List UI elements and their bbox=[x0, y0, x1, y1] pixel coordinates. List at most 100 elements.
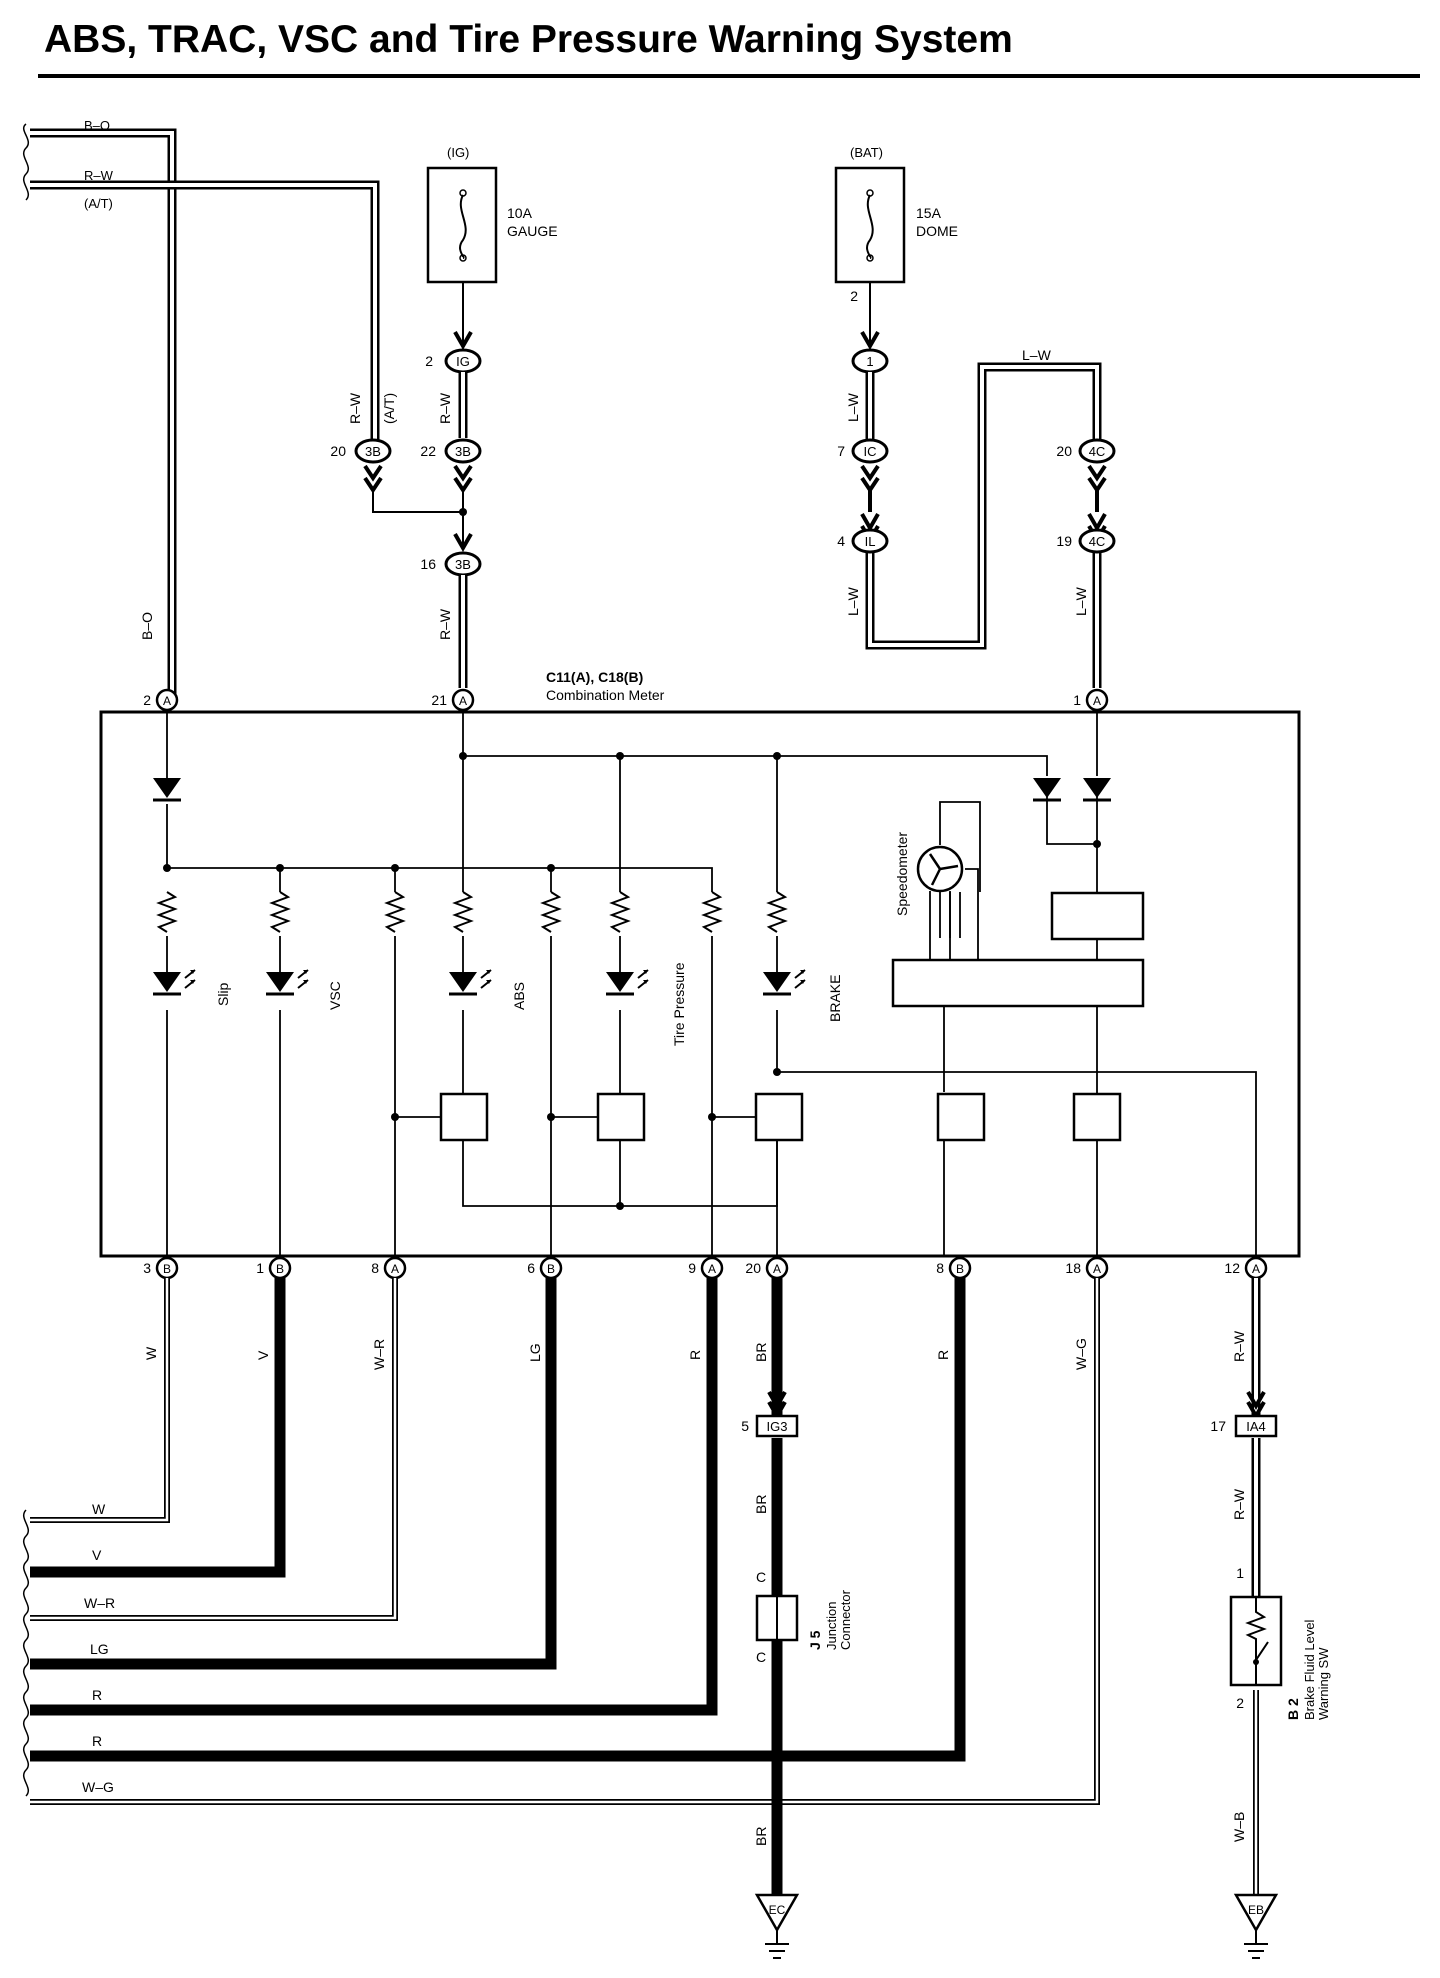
svg-text:22: 22 bbox=[420, 443, 436, 459]
fuse-name: DOME bbox=[916, 223, 958, 239]
connector-4c bbox=[1078, 438, 1116, 464]
wire-label: R bbox=[92, 1687, 102, 1703]
splice-dot bbox=[772, 1751, 782, 1761]
svg-text:A: A bbox=[391, 1262, 399, 1276]
svg-text:21: 21 bbox=[431, 692, 447, 708]
ground-label: EC bbox=[769, 1903, 786, 1917]
wire-label: BR bbox=[753, 1343, 769, 1362]
ground-icon bbox=[1233, 1893, 1279, 1959]
wire-label: R–W bbox=[437, 392, 453, 424]
connector-3b bbox=[354, 438, 392, 464]
driver-blocks bbox=[439, 1092, 1122, 1142]
switch-name: Brake Fluid Level bbox=[1302, 1619, 1317, 1720]
svg-text:8: 8 bbox=[371, 1260, 379, 1276]
harness-top-left bbox=[23, 123, 380, 700]
wire-label: (A/T) bbox=[381, 393, 397, 424]
connector-ic bbox=[851, 438, 889, 464]
fuse-rating: 15A bbox=[916, 205, 942, 221]
ground-icon bbox=[754, 1893, 800, 1959]
svg-text:18: 18 bbox=[1065, 1260, 1081, 1276]
fuse-source: (IG) bbox=[447, 145, 469, 160]
speedometer-icon bbox=[891, 845, 1145, 1008]
fuse-element-icon bbox=[459, 194, 467, 259]
switch-id: B 2 bbox=[1285, 1698, 1301, 1720]
wire-label: W–R bbox=[371, 1339, 387, 1370]
svg-text:4C: 4C bbox=[1089, 444, 1106, 459]
wire-label: LG bbox=[90, 1641, 109, 1657]
svg-text:20: 20 bbox=[1056, 443, 1072, 459]
junction-name: Connector bbox=[838, 1589, 853, 1650]
connector-il bbox=[851, 528, 889, 554]
wire-label: R bbox=[92, 1733, 102, 1749]
svg-text:B: B bbox=[956, 1262, 964, 1276]
svg-text:3B: 3B bbox=[455, 444, 471, 459]
svg-text:B: B bbox=[547, 1262, 555, 1276]
wire-label: W bbox=[143, 1346, 159, 1360]
svg-text:C: C bbox=[756, 1649, 766, 1665]
svg-text:1: 1 bbox=[866, 354, 873, 369]
connector-ig3 bbox=[755, 1414, 799, 1438]
junction-name: Junction bbox=[824, 1602, 839, 1650]
svg-text:A: A bbox=[459, 694, 467, 708]
svg-text:6: 6 bbox=[527, 1260, 535, 1276]
wire-label: B–O bbox=[139, 612, 155, 640]
wire-label: W–G bbox=[82, 1779, 114, 1795]
junction-dots bbox=[163, 752, 1101, 1210]
svg-text:5: 5 bbox=[741, 1418, 749, 1434]
svg-text:2: 2 bbox=[143, 692, 151, 708]
wire-label: R bbox=[935, 1350, 951, 1360]
switch-name: Warning SW bbox=[1316, 1647, 1331, 1720]
lamp-label: BRAKE bbox=[827, 975, 843, 1022]
svg-text:1: 1 bbox=[1073, 692, 1081, 708]
wire-label: L–W bbox=[1073, 586, 1089, 616]
led-icons bbox=[153, 969, 806, 996]
wire-label: BR bbox=[753, 1495, 769, 1514]
connector-ia4 bbox=[1234, 1414, 1278, 1438]
svg-text:3B: 3B bbox=[455, 557, 471, 572]
svg-text:IA4: IA4 bbox=[1246, 1419, 1266, 1434]
svg-text:A: A bbox=[773, 1262, 781, 1276]
svg-text:8: 8 bbox=[936, 1260, 944, 1276]
wire-label: BR bbox=[753, 1827, 769, 1846]
wire-label: L–W bbox=[845, 586, 861, 616]
wire-label: L–W bbox=[845, 392, 861, 422]
fuse-name: GAUGE bbox=[507, 223, 558, 239]
svg-text:16: 16 bbox=[420, 556, 436, 572]
wire-label: R–W bbox=[84, 168, 114, 183]
svg-text:2: 2 bbox=[425, 353, 433, 369]
svg-text:7: 7 bbox=[837, 443, 845, 459]
lamp-label: VSC bbox=[327, 981, 343, 1010]
svg-text:1: 1 bbox=[256, 1260, 264, 1276]
wire-label: W–G bbox=[1073, 1338, 1089, 1370]
svg-text:3B: 3B bbox=[365, 444, 381, 459]
meter-connector: C11(A), C18(B) bbox=[546, 669, 643, 685]
wire-label: R–W bbox=[1231, 1330, 1247, 1362]
svg-text:19: 19 bbox=[1056, 533, 1072, 549]
switch-icon bbox=[1245, 1597, 1269, 1685]
svg-text:A: A bbox=[1093, 694, 1101, 708]
junction-id: J 5 bbox=[807, 1630, 823, 1650]
wire-label: W–B bbox=[1231, 1812, 1247, 1842]
connector-3b bbox=[444, 438, 482, 464]
wire-label: V bbox=[92, 1547, 102, 1563]
svg-text:9: 9 bbox=[688, 1260, 696, 1276]
wire-label: B–O bbox=[84, 118, 110, 133]
svg-text:17: 17 bbox=[1210, 1418, 1226, 1434]
meter-name: Combination Meter bbox=[546, 687, 665, 703]
meter-bottom-pins: B3 B1 A8 B6 A9 A20 B8 A18 A12 bbox=[143, 1256, 1268, 1280]
wire-label: R–W bbox=[1231, 1488, 1247, 1520]
fuse-element-icon bbox=[866, 194, 874, 259]
meter-internal-wiring bbox=[166, 710, 1257, 1256]
svg-text:A: A bbox=[1093, 1262, 1101, 1276]
svg-text:2: 2 bbox=[850, 288, 858, 304]
regulator-block bbox=[1050, 891, 1145, 941]
svg-text:12: 12 bbox=[1224, 1260, 1240, 1276]
lamp-label: Tire Pressure bbox=[671, 962, 687, 1046]
svg-text:A: A bbox=[163, 694, 171, 708]
svg-text:IG: IG bbox=[456, 354, 470, 369]
lamp-label: Slip bbox=[215, 982, 231, 1006]
wire-label: V bbox=[255, 1350, 271, 1360]
fuse-gauge bbox=[426, 166, 498, 284]
resistor-icons bbox=[156, 891, 788, 933]
